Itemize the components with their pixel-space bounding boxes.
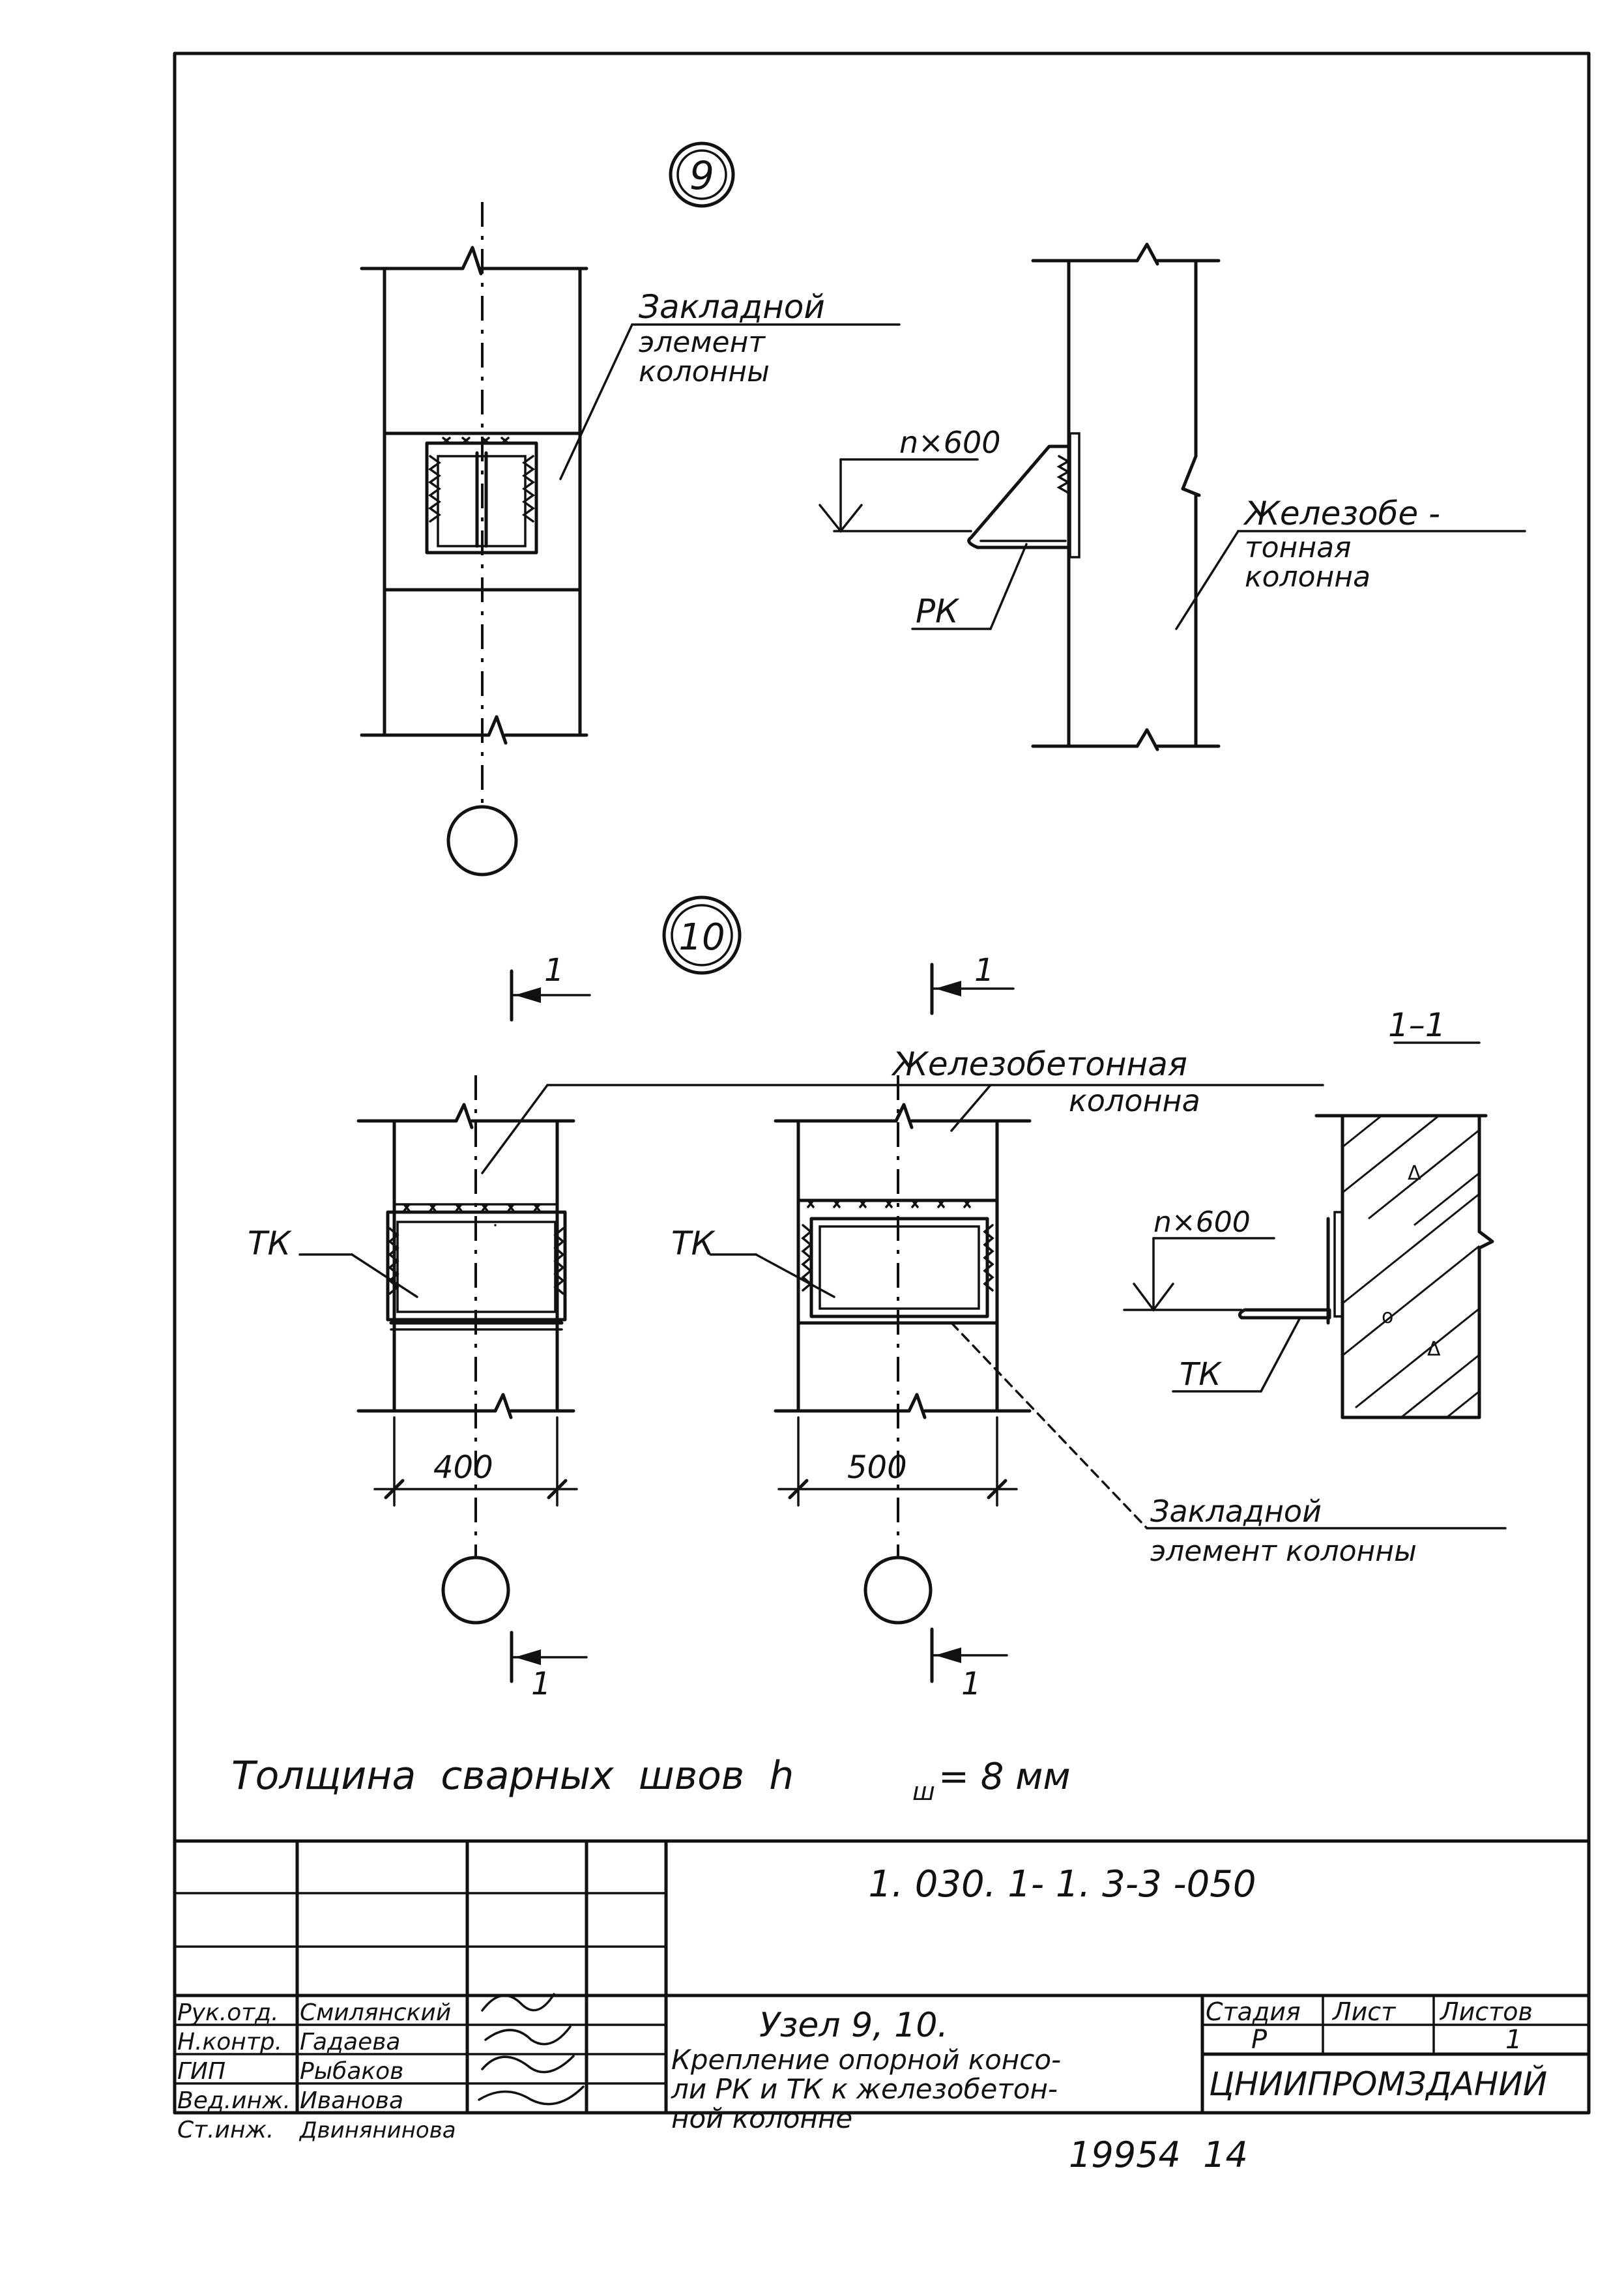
node-9-axis-bubble [446,805,518,877]
node-9-embedded-label-2: элемент [639,326,766,359]
svg-text:o: o [1382,1305,1393,1328]
node-10-column-leader [481,1084,549,1174]
node-10-column-500 [709,1075,1148,1625]
node-9-embedded-label-1: Закладной [639,288,825,326]
node-10-width-400: 400 [433,1449,493,1486]
node-10-tk-left-label: ТК [248,1225,293,1262]
node-10-embedded-label-1: Закладной [1150,1494,1322,1529]
role-5: Ст.инж. [177,2117,274,2143]
signatures [478,1993,585,2106]
name-3: Рыбаков [300,2058,403,2085]
node-9-column-leader [1175,530,1240,630]
section-mark-1: 1 [544,952,564,989]
node-9-console-label: РК [916,592,960,630]
role-3: ГИП [177,2058,225,2085]
node-10: 10 1 1 1 1 [248,895,1507,1702]
name-5: Двинянинова [298,2117,456,2143]
doc-code: 1. 030. 1- 1. 3-3 -050 [869,1863,1256,1906]
node-9-front-view [360,202,901,877]
node-9-column-label-3: колонна [1245,560,1370,594]
weld-note-sub: ш [912,1777,935,1806]
role-2: Н.контр. [177,2029,282,2055]
title-line-4: ной колонне [671,2102,852,2134]
section-embedded-plate [1333,1211,1344,1318]
node-10-column-label-2: колонна [1069,1083,1200,1118]
node-9-side-view [819,242,1526,751]
section-marks [510,963,1015,1683]
svg-text:Δ: Δ [1427,1338,1441,1361]
node-9-dimension: n×600 [899,425,1001,460]
weld-note-value: = 8 мм [938,1756,1071,1798]
node-9-column-label-1: Железобе - [1243,495,1440,532]
weld-note: Толщина сварных швов h [231,1753,794,1799]
sheet-frame [173,51,1591,2115]
stage-header: Стадия [1206,1997,1301,2026]
node-9-marker-inner [676,149,727,200]
section-1-1: Δ o Δ [1123,1041,1494,1419]
section-mark-2: 1 [974,952,994,989]
footer-number: 19954 14 [1069,2134,1248,2175]
sheet-header: Лист [1331,1997,1397,2026]
node-9-marker [669,141,735,208]
node-9-number: 9 [689,153,714,199]
section-mark-4: 1 [961,1666,981,1702]
node-10-column-label-1: Железобетонная [891,1045,1187,1083]
node-9-console-rk [967,444,1071,549]
section-mark-3: 1 [531,1666,551,1702]
role-4: Вед.инж. [177,2087,291,2114]
stage-value: Р [1251,2025,1268,2055]
node-9: 9 Закладной эле [360,141,1526,877]
sheets-value: 1 [1505,2025,1522,2055]
organization: ЦНИИПРОМЗДАНИЙ [1209,2065,1547,2103]
node-10-marker [662,895,742,975]
title-line-1: Узел 9, 10. [759,2006,948,2045]
section-dimension: n×600 [1153,1206,1251,1239]
title-block [173,1839,1591,2115]
node-10-column-400 [298,1075,578,1625]
section-tk-label: ТК [1180,1356,1222,1393]
name-1: Смилянский [300,1999,451,2026]
node-9-embedded-leader [559,323,633,480]
node-9-column-label-2: тонная [1245,531,1352,564]
section-title: 1–1 [1388,1006,1446,1044]
node-9-embedded-label-3: колонны [639,355,770,388]
node-10-number: 10 [678,916,725,959]
title-line-3: ли РК и ТК к железобетон- [671,2073,1058,2105]
node-10-embedded-label-2: элемент колонны [1150,1535,1417,1568]
sheets-header: Листов [1439,1997,1533,2026]
node-9-rk-leader [989,543,1028,630]
svg-text:Δ: Δ [1408,1162,1421,1185]
name-2: Гадаева [300,2029,401,2055]
title-line-2: Крепление опорной консо- [671,2044,1061,2076]
section-tk-angle [1238,1308,1331,1320]
node-10-width-500: 500 [847,1449,907,1486]
node-10-tk-right-label: ТК [671,1225,716,1262]
name-4: Иванова [300,2087,403,2114]
role-1: Рук.отд. [177,1999,279,2026]
